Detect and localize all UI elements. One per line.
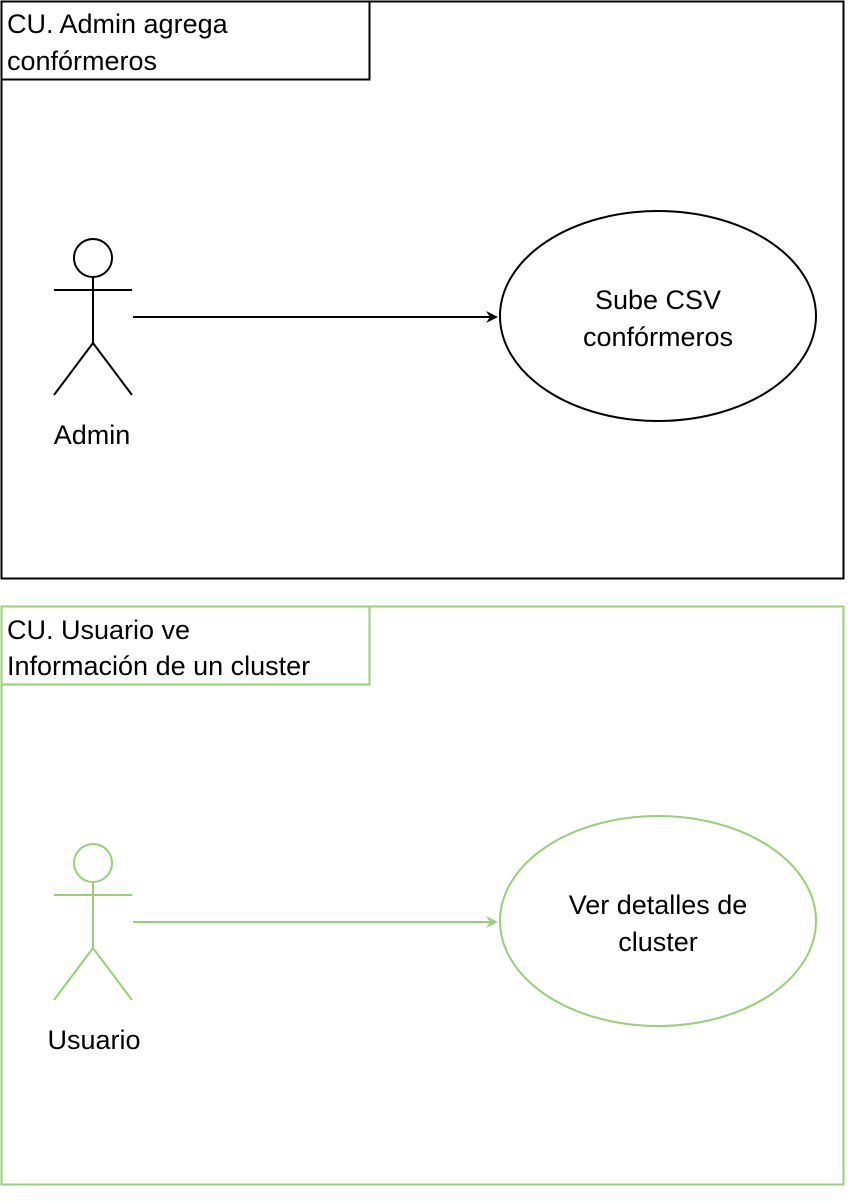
actor-label: Admin: [54, 420, 131, 450]
actor-label: Usuario: [47, 1025, 140, 1055]
frame-title-line2: confórmeros: [7, 46, 157, 76]
stick-figure-icon: [53, 843, 133, 1001]
frame-title-box: [0, 605, 371, 686]
use-case-ellipse: [499, 815, 817, 1027]
frame-title-line1: CU. Admin agrega: [7, 9, 229, 39]
use-case-frame-admin: CU. Admin agrega confórmeros Admin Sube …: [0, 0, 845, 580]
use-case-label-line2: cluster: [618, 927, 698, 957]
use-case-ellipse: [499, 210, 817, 422]
frame-border: [0, 0, 845, 580]
frame-title-line2: Información de un cluster: [7, 651, 310, 681]
use-case-label-line1: Sube CSV: [595, 285, 721, 315]
use-case-label-line2: confórmeros: [583, 322, 733, 352]
frame-border: [0, 605, 845, 1186]
frame-title-line1: CU. Usuario ve: [7, 615, 190, 645]
frame-title-box: [0, 0, 371, 81]
stick-figure-icon: [53, 238, 133, 396]
use-case-frame-usuario: CU. Usuario ve Información de un cluster…: [0, 605, 845, 1186]
use-case-label-line1: Ver detalles de: [569, 890, 748, 920]
